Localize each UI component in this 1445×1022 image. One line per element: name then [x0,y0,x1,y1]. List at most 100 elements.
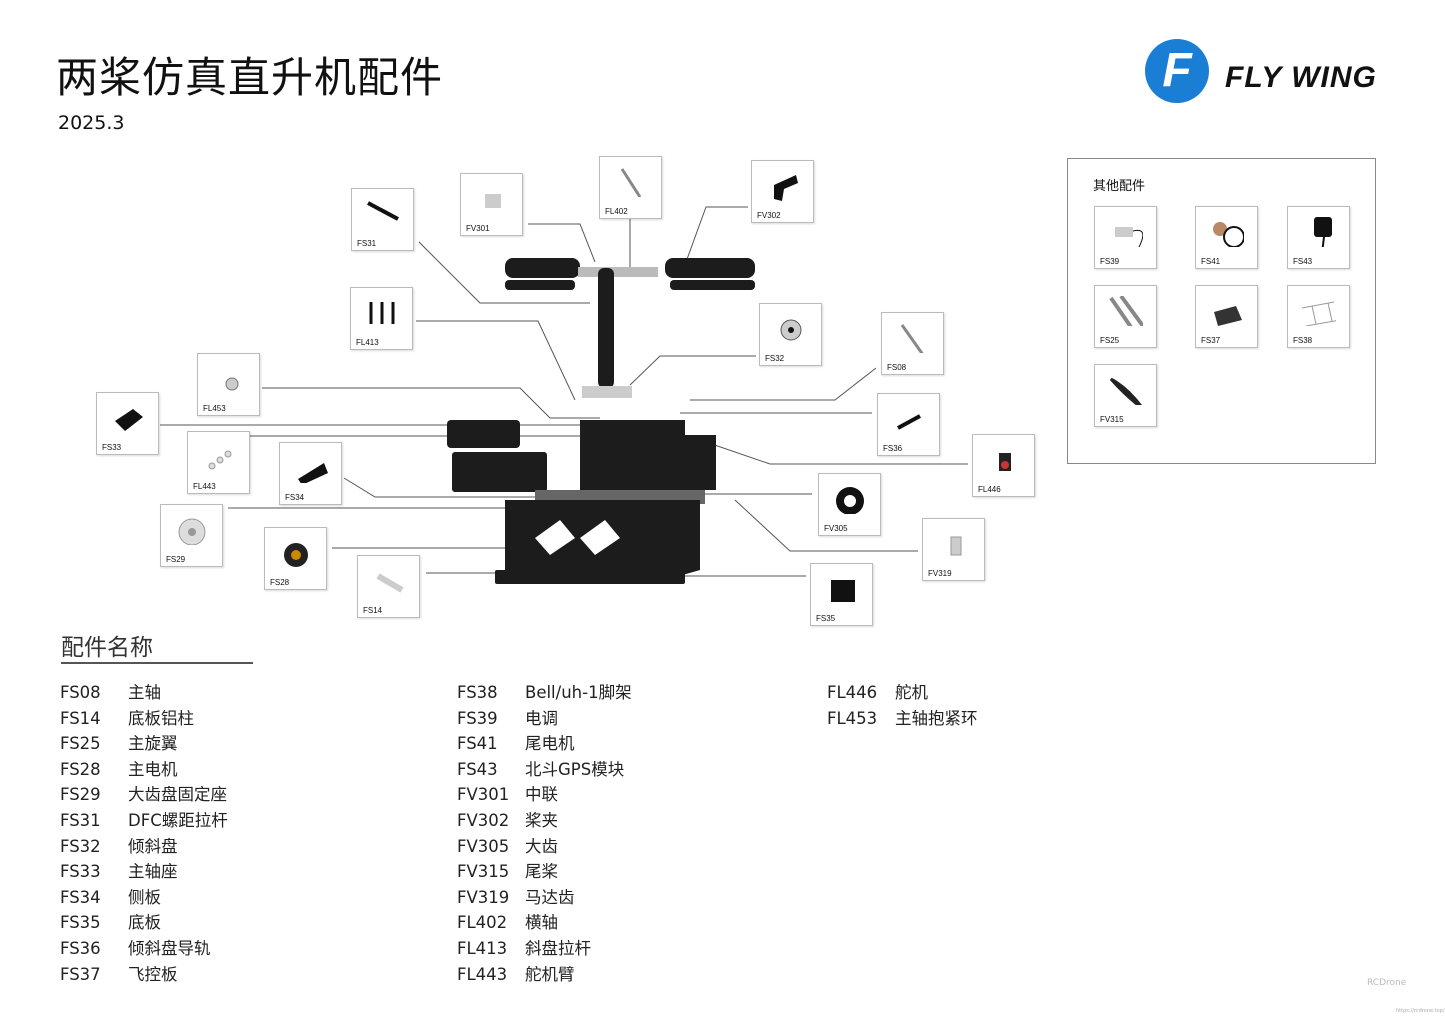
part-code: FS08 [887,363,907,372]
other-part-fs43: FS43 [1287,206,1350,269]
part-name: 大齿盘固定座 [128,785,227,805]
part-name: DFC螺距拉杆 [128,810,228,830]
callout-fv301: FV301 [460,173,523,236]
part-code: FV319 [457,887,510,907]
part-code: FV315 [457,862,510,882]
other-part-fv315: FV315 [1094,364,1157,427]
callout-fs29: FS29 [160,504,223,567]
part-code: FS39 [457,708,498,728]
callout-fl443: FL443 [187,431,250,494]
part-code: FS33 [102,443,122,452]
parts-list-row: FS28 主电机 [60,757,228,783]
callout-fs35: FS35 [810,563,873,626]
part-code: FS37 [1201,336,1221,345]
part-code: FS25 [60,734,101,754]
swashplate-icon [780,319,802,341]
other-part-fs37: FS37 [1195,285,1258,348]
part-name: 主轴抱紧环 [895,708,978,728]
part-code: FL453 [827,708,878,728]
part-code: FS35 [816,614,836,623]
part-name: 主轴座 [128,862,178,882]
gps-icon [1314,217,1332,247]
callout-fv305: FV305 [818,473,881,536]
callout-fs32: FS32 [759,303,822,366]
part-name: 侧板 [128,887,161,907]
part-code: FV301 [466,224,490,233]
part-code: FV315 [1100,415,1124,424]
part-code: FV305 [457,836,510,856]
logo-f-icon: F [1145,39,1209,103]
linkage-icon [369,302,395,324]
collar-icon [225,377,239,391]
callout-fv302: FV302 [751,160,814,223]
callout-fs34: FS34 [279,442,342,505]
shaft-icon [620,168,642,197]
parts-list-row: FS25 主旋翼 [60,731,228,757]
part-name: 飞控板 [128,964,178,984]
part-name: 大齿 [525,836,558,856]
part-code: FL443 [457,964,508,984]
hub-icon [485,194,501,208]
part-name: 马达齿 [525,887,575,907]
part-name: 倾斜盘 [128,836,178,856]
part-code: FS29 [166,555,186,564]
other-part-fs38: FS38 [1287,285,1350,348]
callout-fl413: FL413 [350,287,413,350]
tail-rotor-icon [1109,377,1142,405]
part-name: 底板铝柱 [128,708,194,728]
part-code: FS28 [60,759,101,779]
part-name: 舵机 [895,683,928,702]
servo-icon [999,453,1011,471]
other-parts-panel: 其他配件 FS39 FS41 FS43 FS25 FS37 FS38 FV315 [1067,158,1376,464]
part-name: 主旋翼 [128,734,178,754]
esc-icon [1115,227,1143,247]
blade-grip-icon [774,175,798,201]
callout-fs14: FS14 [357,555,420,618]
parts-list-row: FS29 大齿盘固定座 [60,782,228,808]
part-code: FS43 [457,759,498,779]
callout-fl446: FL446 [972,434,1035,497]
part-code: FS33 [60,862,101,882]
part-code: FS41 [457,734,498,754]
callout-fv319: FV319 [922,518,985,581]
part-name: 斜盘拉杆 [525,938,591,958]
part-code: FS37 [60,964,101,984]
parts-list-row: FL453 主轴抱紧环 [827,706,978,732]
part-code: FV305 [824,524,848,533]
other-part-fs39: FS39 [1094,206,1157,269]
gear-icon [836,487,864,514]
part-code: FS25 [1100,336,1120,345]
pinion-icon [950,536,962,556]
part-name: 主电机 [128,759,178,779]
part-code: FS36 [883,444,903,453]
part-code: FS43 [1293,257,1313,266]
part-code: FL402 [605,207,628,216]
part-name: 桨夹 [525,810,558,830]
other-part-fs25: FS25 [1094,285,1157,348]
callout-fs31: FS31 [351,188,414,251]
part-code: FS29 [60,785,101,805]
callout-fs28: FS28 [264,527,327,590]
part-code: FS35 [60,913,101,933]
tail-motor-icon [1213,222,1244,247]
guide-icon [897,414,921,430]
part-code: FS31 [357,239,377,248]
part-code: FS39 [1100,257,1120,266]
callout-fl402: FL402 [599,156,662,219]
title-underline [61,662,253,664]
callout-fs36: FS36 [877,393,940,456]
logo-text: FLY WING [1225,61,1377,94]
part-name: 电调 [525,708,558,728]
part-code: FS31 [60,810,101,830]
